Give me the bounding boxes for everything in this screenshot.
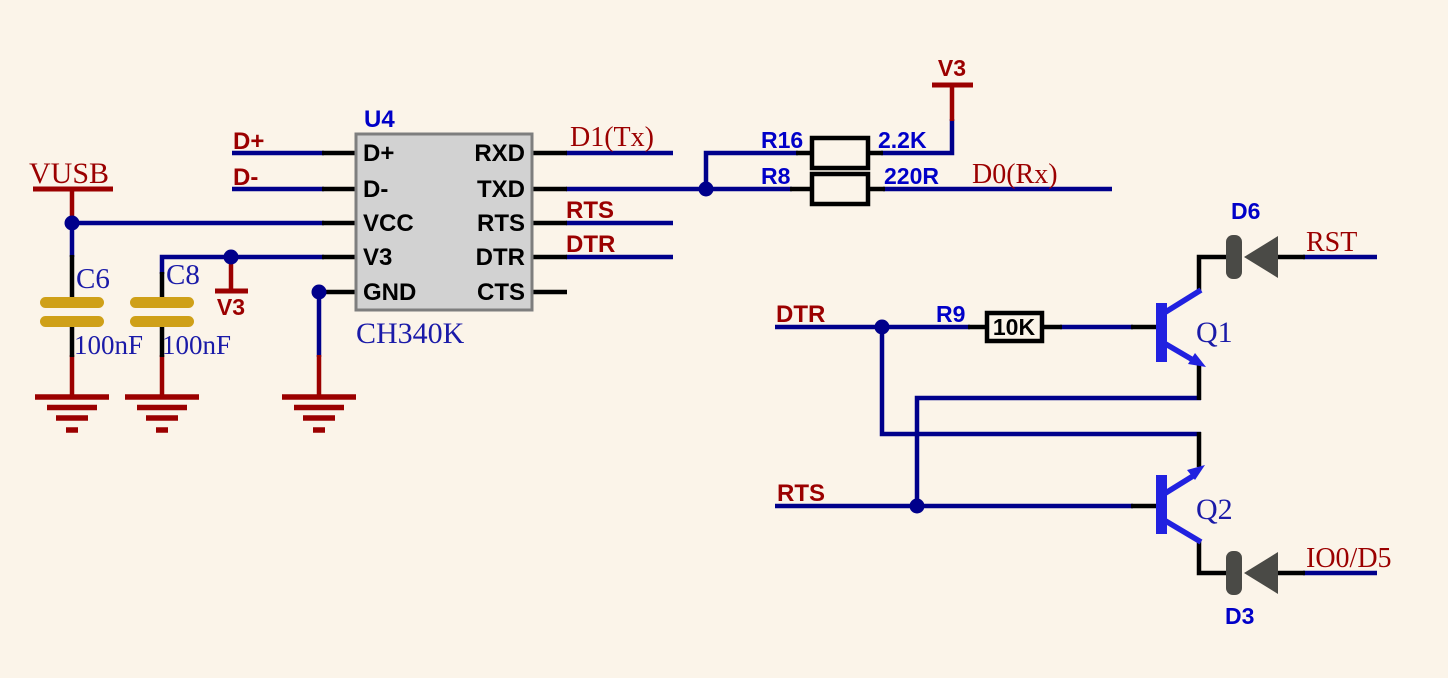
junction-dot	[909, 498, 925, 514]
net-label-d1tx[interactable]: D1(Tx)	[570, 122, 654, 153]
transistor-q2[interactable]: Q2	[1131, 432, 1233, 576]
ic-body	[354, 132, 534, 312]
capacitor-designator: C8	[166, 259, 200, 291]
diode-d6[interactable]: D6	[1226, 198, 1305, 279]
ic-u4[interactable]: D+ D- VCC V3 GND RXD TXD RTS DTR CTS U4 …	[319, 106, 567, 350]
ground-symbol-gndpin[interactable]	[282, 355, 356, 433]
wire-c8-to-v3pin[interactable]	[159, 254, 324, 274]
pin-name: DTR	[476, 244, 525, 271]
collector-lead	[1196, 539, 1231, 576]
vusb-label: VUSB	[29, 157, 109, 190]
wire-rts-to-q1-emitter[interactable]	[914, 395, 1201, 506]
ground-symbol-c6[interactable]	[35, 355, 109, 433]
net-label-rst[interactable]: RST	[1306, 227, 1357, 258]
v3-mid-label: V3	[217, 294, 245, 320]
capacitor-plate	[40, 297, 104, 308]
net-label-d0rx[interactable]: D0(Rx)	[972, 159, 1058, 190]
resistor-value: 2.2K	[878, 127, 927, 153]
diode-designator: D6	[1231, 198, 1260, 224]
wire-r16-to-v3[interactable]	[881, 119, 955, 156]
capacitor-c6[interactable]: C6 100nF	[40, 255, 143, 360]
pin-name: RXD	[474, 140, 525, 167]
diode-anode-triangle	[1244, 236, 1278, 278]
wire-txd-riser-to-r16[interactable]	[703, 150, 798, 189]
ic-designator: U4	[364, 106, 395, 133]
resistor-r8[interactable]: R8 220R	[761, 163, 939, 207]
net-label-rts-pin[interactable]: RTS	[566, 197, 614, 224]
resistor-r16[interactable]: R16 2.2K	[761, 127, 927, 171]
pin-name: V3	[363, 244, 392, 271]
net-label-dtr-pin[interactable]: DTR	[566, 231, 615, 258]
resistor-body	[809, 171, 871, 207]
collector-arm	[1162, 517, 1203, 545]
resistor-designator: R9	[936, 301, 965, 327]
diode-anode-triangle	[1244, 552, 1278, 594]
junction-dot	[874, 319, 890, 335]
net-label-io0d5[interactable]: IO0/D5	[1306, 543, 1392, 574]
power-flag-v3-mid[interactable]: V3	[215, 257, 248, 320]
capacitor-c8[interactable]: C8 100nF	[130, 259, 231, 360]
transistor-designator: Q1	[1196, 316, 1233, 349]
emitter-arrow	[1188, 353, 1206, 367]
ic-part-number: CH340K	[356, 317, 465, 350]
resistor-r9[interactable]: R9 10K	[936, 301, 1062, 344]
power-flag-vusb[interactable]: VUSB	[29, 157, 113, 224]
pin-name: GND	[363, 279, 416, 306]
v3-top-label: V3	[938, 55, 966, 81]
junction-dot	[311, 284, 327, 300]
pin-name: VCC	[363, 210, 414, 237]
ground-symbol-c8[interactable]	[125, 355, 199, 433]
capacitor-value: 100nF	[74, 330, 143, 360]
pin-name: RTS	[477, 210, 525, 237]
collector-arm	[1162, 287, 1203, 316]
resistor-designator: R8	[761, 163, 791, 189]
net-label-dtr[interactable]: DTR	[776, 301, 825, 328]
pin-name: D-	[363, 176, 388, 203]
pin-name: CTS	[477, 279, 525, 306]
transistor-q1[interactable]: Q1	[1131, 254, 1233, 400]
resistor-value: 10K	[993, 314, 1036, 340]
transistor-base-bar	[1156, 303, 1167, 362]
net-label-dplus[interactable]: D+	[233, 128, 264, 155]
capacitor-plate	[130, 297, 194, 308]
resistor-body	[809, 135, 871, 171]
emitter-arrow	[1187, 465, 1205, 480]
collector-lead	[1196, 254, 1231, 291]
capacitor-designator: C6	[76, 263, 110, 295]
pin-name: TXD	[477, 176, 525, 203]
diode-designator: D3	[1225, 603, 1254, 629]
capacitor-plate	[40, 316, 104, 327]
junction-dot	[64, 215, 80, 231]
resistor-body	[984, 310, 1045, 344]
wire-dtr-to-q2-emitter[interactable]	[879, 327, 1201, 437]
diode-cathode-bar	[1226, 235, 1242, 279]
diode-cathode-bar	[1226, 551, 1242, 595]
emitter-arm	[1162, 340, 1195, 363]
transistor-base-bar	[1156, 475, 1167, 534]
pin-name: D+	[363, 140, 394, 167]
junction-dot	[698, 181, 714, 197]
resistor-value: 220R	[884, 163, 939, 189]
transistor-designator: Q2	[1196, 493, 1233, 526]
resistor-designator: R16	[761, 127, 803, 153]
junction-dot	[223, 249, 239, 265]
diode-d3[interactable]: D3	[1225, 551, 1305, 629]
net-label-rts[interactable]: RTS	[777, 480, 825, 507]
capacitor-plate	[130, 316, 194, 327]
emitter-arm	[1162, 473, 1195, 497]
capacitor-value: 100nF	[162, 330, 231, 360]
power-flag-v3-top[interactable]: V3	[932, 55, 973, 121]
net-label-dminus[interactable]: D-	[233, 164, 258, 191]
